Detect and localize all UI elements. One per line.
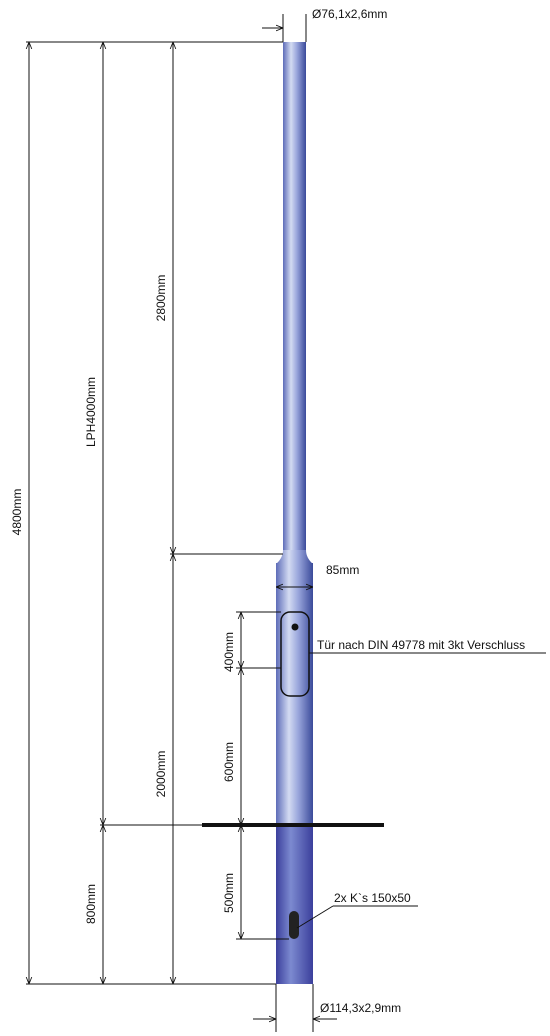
upper-shaft	[283, 42, 306, 554]
upper-length-label: 2800mm	[154, 275, 168, 322]
door-lock-icon	[291, 623, 299, 631]
cable-note-label: 2x K`s 150x50	[334, 891, 411, 905]
buried-shaft	[276, 825, 313, 984]
door-height-label: 400mm	[222, 632, 236, 672]
service-door	[280, 611, 310, 697]
pole	[276, 42, 313, 984]
dimension-lines	[29, 42, 241, 984]
door-note-label: Tür nach DIN 49778 mit 3kt Verschluss	[317, 638, 525, 652]
lower-shaft	[276, 563, 313, 825]
buried-length-label: 800mm	[84, 884, 98, 924]
cable-slot	[289, 911, 299, 939]
bottom-diameter-label: Ø114,3x2,9mm	[320, 1001, 401, 1015]
lph-label: LPH4000mm	[84, 377, 98, 447]
cable-offset-label: 500mm	[222, 873, 236, 913]
horizontal-dims	[253, 28, 546, 1019]
top-diameter-label: Ø76,1x2,6mm	[312, 7, 387, 21]
cable-leader	[296, 905, 334, 929]
extension-lines	[26, 14, 314, 1032]
shaft-transition	[276, 550, 313, 564]
total-height-label: 4800mm	[10, 489, 24, 536]
lower-length-label: 2000mm	[154, 751, 168, 798]
door-offset-label: 600mm	[222, 742, 236, 782]
shaft-width-label: 85mm	[326, 563, 359, 577]
